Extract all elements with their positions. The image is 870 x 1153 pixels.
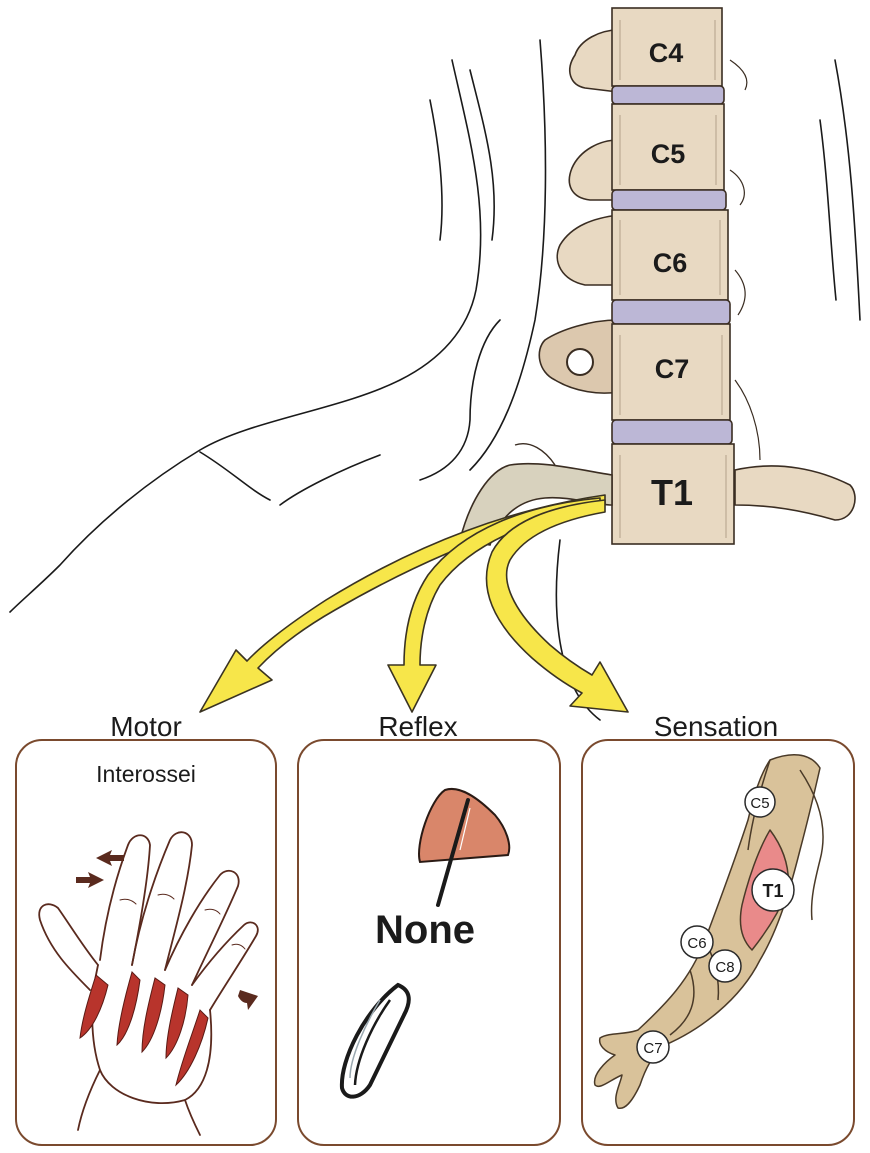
disc-c6-c7 (612, 300, 730, 324)
motor-subtitle: Interossei (96, 761, 196, 787)
dermatome-t1-label: T1 (762, 881, 783, 901)
label-c5: C5 (651, 139, 686, 169)
sensation-title: Sensation (654, 711, 779, 742)
label-c4: C4 (649, 38, 684, 68)
disc-c5-c6 (612, 190, 726, 210)
cervical-spine: C4 C5 C6 C7 T1 (460, 8, 855, 545)
label-c6: C6 (653, 248, 688, 278)
motor-panel (16, 740, 276, 1145)
first-rib (735, 466, 855, 520)
dermatome-c5-label: C5 (750, 795, 769, 812)
motor-title: Motor (110, 711, 182, 742)
reflex-value: None (375, 908, 475, 952)
disc-c4-c5 (612, 86, 724, 104)
nerve-pathway-arrows (200, 495, 628, 712)
disc-c7-t1 (612, 420, 732, 444)
transverse-process-c4 (570, 30, 618, 92)
dermatome-c7-label: C7 (643, 1040, 662, 1057)
vertebral-foramen (567, 349, 593, 375)
label-t1: T1 (651, 472, 693, 513)
dermatome-c6-label: C6 (687, 935, 706, 952)
transverse-process-c5 (569, 140, 618, 200)
reflex-title: Reflex (378, 711, 457, 742)
label-c7: C7 (655, 354, 690, 384)
dermatome-c8-label: C8 (715, 959, 734, 976)
transverse-process-c6 (557, 215, 618, 285)
neck-shoulder-outline (10, 40, 860, 720)
